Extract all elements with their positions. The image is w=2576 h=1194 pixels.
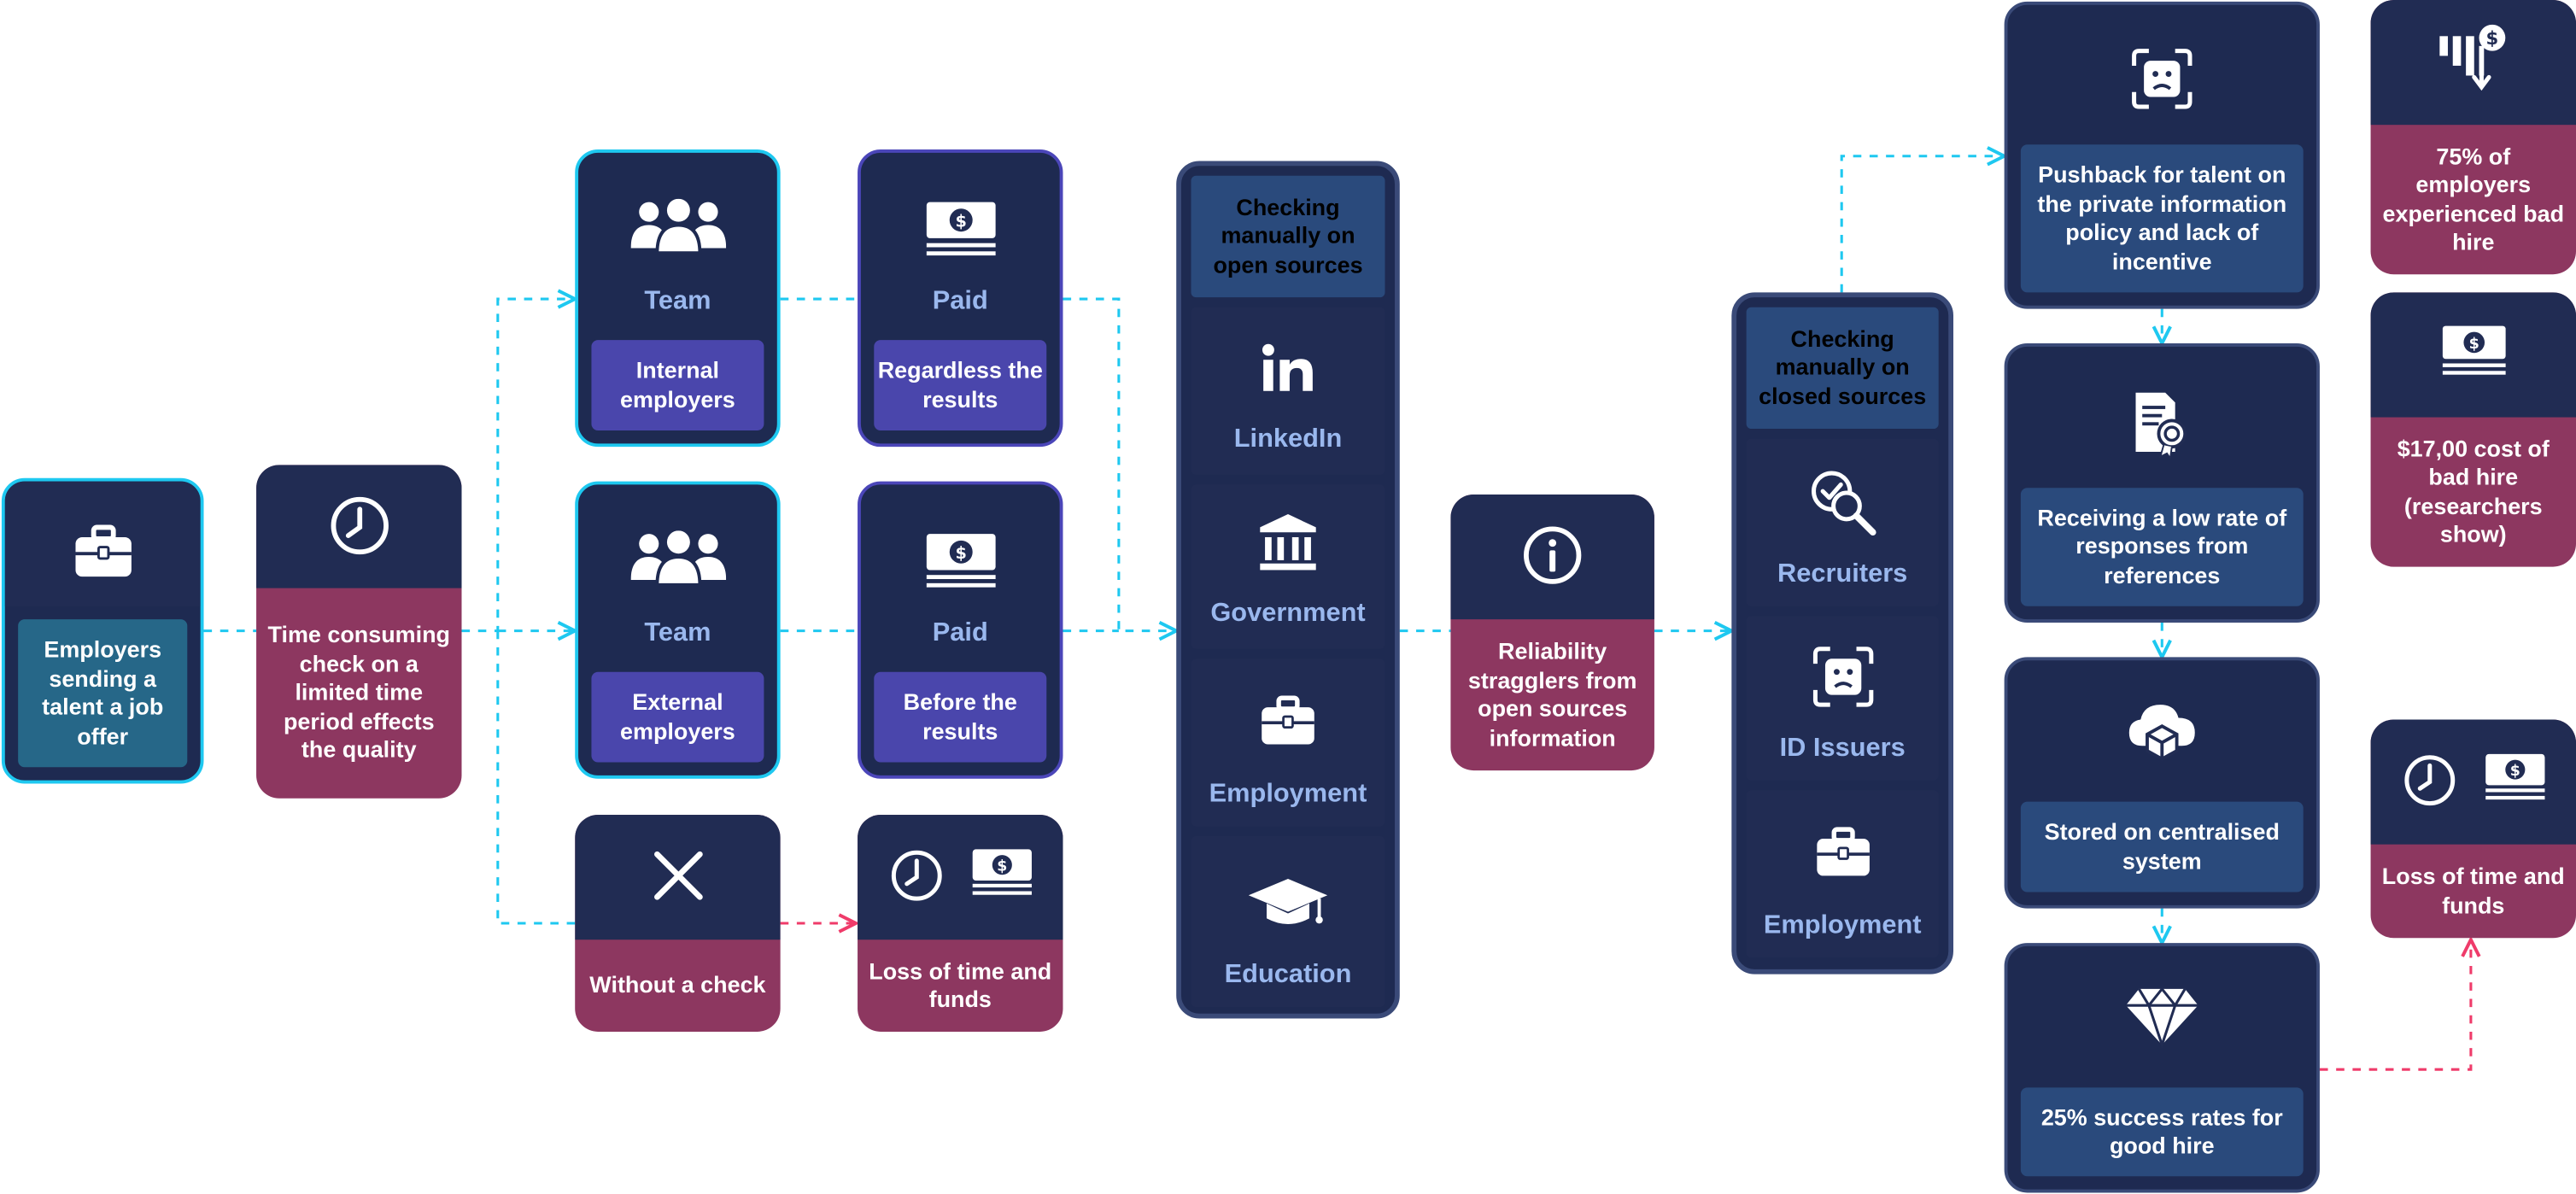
connector-lines bbox=[203, 0, 2576, 1071]
closed-source-employment: Employment bbox=[1746, 790, 1939, 958]
stat-cost-label: $17,00 cost of bad hire (researchers sho… bbox=[2397, 434, 2550, 547]
close-icon bbox=[575, 848, 780, 904]
id-issuers-label: ID Issuers bbox=[1779, 734, 1906, 763]
banknote-icon: $ bbox=[2371, 322, 2576, 378]
open-source-government: Government bbox=[1191, 484, 1385, 649]
graduation-cap-icon bbox=[1191, 875, 1385, 931]
briefcase-icon bbox=[5, 524, 201, 580]
reliability-node: Reliability stragglers from open sources… bbox=[1450, 494, 1654, 771]
banknote-icon: $ bbox=[970, 848, 1033, 904]
pushback-label: Pushback for talent on the private infor… bbox=[2020, 144, 2304, 293]
open-sources-column: Checking manually on open sources Linked… bbox=[1176, 161, 1400, 1019]
stat-bad-hire-label: 75% of employers experienced bad hire bbox=[2382, 142, 2565, 255]
paid-before-label: Before the results bbox=[874, 671, 1047, 763]
education-label: Education bbox=[1224, 961, 1352, 989]
closed-employment-label: Employment bbox=[1763, 911, 1922, 940]
banknote-icon: $ bbox=[861, 530, 1060, 589]
time-check-label: Time consuming check on a limited time p… bbox=[267, 621, 451, 763]
clock-icon bbox=[256, 495, 461, 557]
team-external-caption: Team bbox=[644, 619, 711, 647]
banknote-icon: $ bbox=[2483, 752, 2545, 808]
paid-before-caption: Paid bbox=[932, 619, 988, 647]
people-icon bbox=[578, 198, 777, 255]
paid-regardless-caption: Paid bbox=[932, 287, 988, 316]
loss-left-node: $ Loss of time and funds bbox=[858, 815, 1063, 1032]
paid-before-node: $ Paid Before the results bbox=[858, 481, 1063, 779]
stored-node: Stored on centralised system bbox=[2004, 657, 2320, 909]
stored-label: Stored on centralised system bbox=[2020, 801, 2304, 893]
info-icon bbox=[1450, 524, 1654, 587]
paid-regardless-node: $ Paid Regardless the results bbox=[858, 149, 1063, 448]
employment-label: Employment bbox=[1209, 780, 1367, 809]
diamond-icon bbox=[2007, 986, 2316, 1049]
certificate-icon bbox=[2007, 389, 2316, 459]
connector-to-without-check bbox=[496, 630, 576, 925]
stat-bad-hire-node: $ 75% of employers experienced bad hire bbox=[2370, 0, 2576, 275]
clock-icon bbox=[888, 848, 944, 904]
linkedin-icon bbox=[1191, 343, 1385, 393]
open-source-employment: Employment bbox=[1191, 658, 1385, 827]
success-label: 25% success rates for good hire bbox=[2020, 1087, 2304, 1177]
team-external-label: External employers bbox=[591, 671, 764, 763]
closed-source-recruiters: Recruiters bbox=[1746, 438, 1939, 606]
low-rate-label: Receiving a low rate of responses from r… bbox=[2020, 488, 2304, 606]
pushback-node: Pushback for talent on the private infor… bbox=[2004, 1, 2320, 309]
stat-cost-node: $ $17,00 cost of bad hire (researchers s… bbox=[2370, 292, 2576, 567]
team-internal-node: Team Internal employers bbox=[575, 149, 781, 448]
low-rate-node: Receiving a low rate of responses from r… bbox=[2004, 343, 2320, 623]
open-sources-header: Checking manually on open sources bbox=[1191, 175, 1385, 298]
team-internal-caption: Team bbox=[644, 287, 711, 316]
closed-sources-column: Checking manually on closed sources Recr… bbox=[1731, 292, 1954, 975]
briefcase-icon bbox=[1191, 695, 1385, 748]
svg-text:$: $ bbox=[2485, 27, 2498, 49]
svg-text:$: $ bbox=[2509, 763, 2520, 780]
svg-text:$: $ bbox=[955, 543, 966, 563]
employers-label: Employers sending a talent a job offer bbox=[18, 619, 188, 768]
loss-left-label: Loss of time and funds bbox=[869, 957, 1052, 1012]
banknote-icon: $ bbox=[861, 199, 1060, 258]
team-internal-label: Internal employers bbox=[591, 340, 764, 430]
connector-success-to-loss bbox=[2319, 939, 2471, 1071]
closed-source-id-issuers: ID Issuers bbox=[1746, 616, 1939, 781]
employers-node: Employers sending a talent a job offer bbox=[1, 477, 204, 784]
linkedin-label: LinkedIn bbox=[1233, 425, 1343, 454]
loss-right-label: Loss of time and funds bbox=[2381, 862, 2565, 918]
connector-paid-to-open-sources bbox=[1063, 297, 1176, 631]
svg-text:$: $ bbox=[2468, 336, 2479, 353]
closed-sources-header: Checking manually on closed sources bbox=[1746, 307, 1939, 430]
connector-time-to-branches bbox=[461, 299, 575, 633]
cloud-box-icon bbox=[2007, 699, 2316, 765]
without-check-label: Without a check bbox=[589, 971, 766, 998]
search-check-icon bbox=[1747, 468, 1939, 537]
time-check-node: Time consuming check on a limited time p… bbox=[256, 465, 462, 799]
open-source-education: Education bbox=[1191, 836, 1385, 1008]
government-label: Government bbox=[1210, 600, 1366, 628]
svg-text:$: $ bbox=[955, 211, 966, 231]
connector-closed-to-pushback bbox=[1840, 156, 2004, 293]
sad-face-id-icon bbox=[1747, 646, 1939, 708]
success-node: 25% success rates for good hire bbox=[2004, 943, 2320, 1193]
team-external-node: Team External employers bbox=[575, 481, 781, 779]
loss-right-node: $ Loss of time and funds bbox=[2370, 719, 2576, 939]
reliability-label: Reliability stragglers from open sources… bbox=[1467, 637, 1637, 751]
people-icon bbox=[578, 530, 777, 587]
falling-chart-dollar-icon: $ bbox=[2371, 23, 2576, 92]
bank-icon bbox=[1191, 511, 1385, 573]
sad-face-id-icon bbox=[2007, 48, 2316, 110]
svg-text:$: $ bbox=[996, 857, 1006, 875]
briefcase-icon bbox=[1747, 827, 1939, 880]
paid-regardless-label: Regardless the results bbox=[874, 340, 1047, 430]
open-source-linkedin: LinkedIn bbox=[1191, 307, 1385, 475]
without-check-node: Without a check bbox=[575, 815, 781, 1032]
clock-icon bbox=[2401, 752, 2456, 808]
recruiters-label: Recruiters bbox=[1777, 559, 1908, 588]
